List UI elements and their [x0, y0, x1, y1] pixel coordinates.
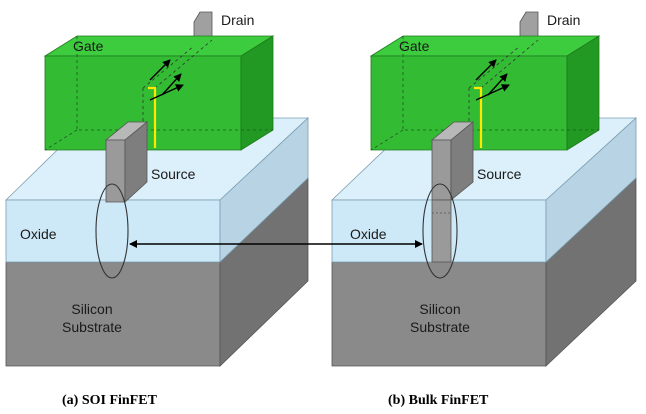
- source-fin: [430, 121, 475, 263]
- panel-soi-finfet: Drain Gate Source Oxide Silicon Substrat…: [5, 11, 310, 408]
- drain-label: Drain: [221, 12, 254, 28]
- caption-bulk: (b) Bulk FinFET: [388, 393, 489, 408]
- substrate-label-line2: Substrate: [410, 319, 470, 335]
- source-label: Source: [151, 166, 196, 182]
- panel-bulk-finfet: Drain Gate Source Oxide Silicon Substrat…: [331, 11, 638, 408]
- substrate-label-line1: Silicon: [419, 301, 460, 317]
- source-label: Source: [477, 166, 522, 182]
- fin-base-highlight-ellipse: [95, 183, 129, 279]
- channel-edge: [474, 86, 483, 148]
- substrate-label-line1: Silicon: [71, 301, 112, 317]
- substrate-label-line2: Substrate: [62, 319, 122, 335]
- oxide-label: Oxide: [20, 226, 57, 242]
- channel-edge: [148, 86, 157, 148]
- silicon-substrate: [5, 177, 309, 367]
- gate-label: Gate: [399, 38, 430, 54]
- current-arrows: [149, 59, 184, 101]
- drain-label: Drain: [547, 12, 580, 28]
- gate-label: Gate: [73, 38, 104, 54]
- caption-soi: (a) SOI FinFET: [62, 393, 158, 408]
- source-fin: [104, 121, 149, 203]
- current-arrows: [475, 59, 510, 101]
- silicon-substrate: [331, 177, 637, 367]
- oxide-label: Oxide: [350, 226, 387, 242]
- fin-base-highlight-ellipse: [422, 183, 458, 279]
